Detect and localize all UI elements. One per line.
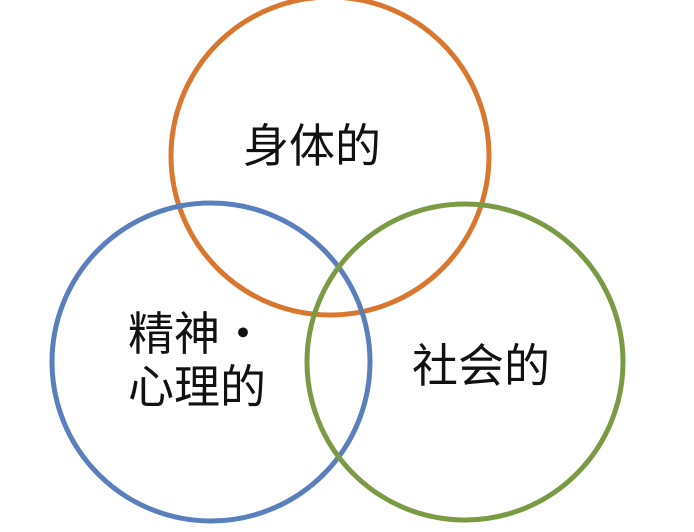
social-label: 社会的	[412, 339, 550, 393]
social-circle	[304, 201, 626, 523]
mental-label-line1: 精神・	[128, 307, 266, 361]
physical-label: 身体的	[243, 119, 381, 173]
physical-circle	[168, 0, 492, 318]
mental-label: 精神・ 心理的	[128, 308, 266, 414]
mental-label-line2: 心理的	[128, 359, 266, 414]
mental-circle	[49, 200, 373, 524]
